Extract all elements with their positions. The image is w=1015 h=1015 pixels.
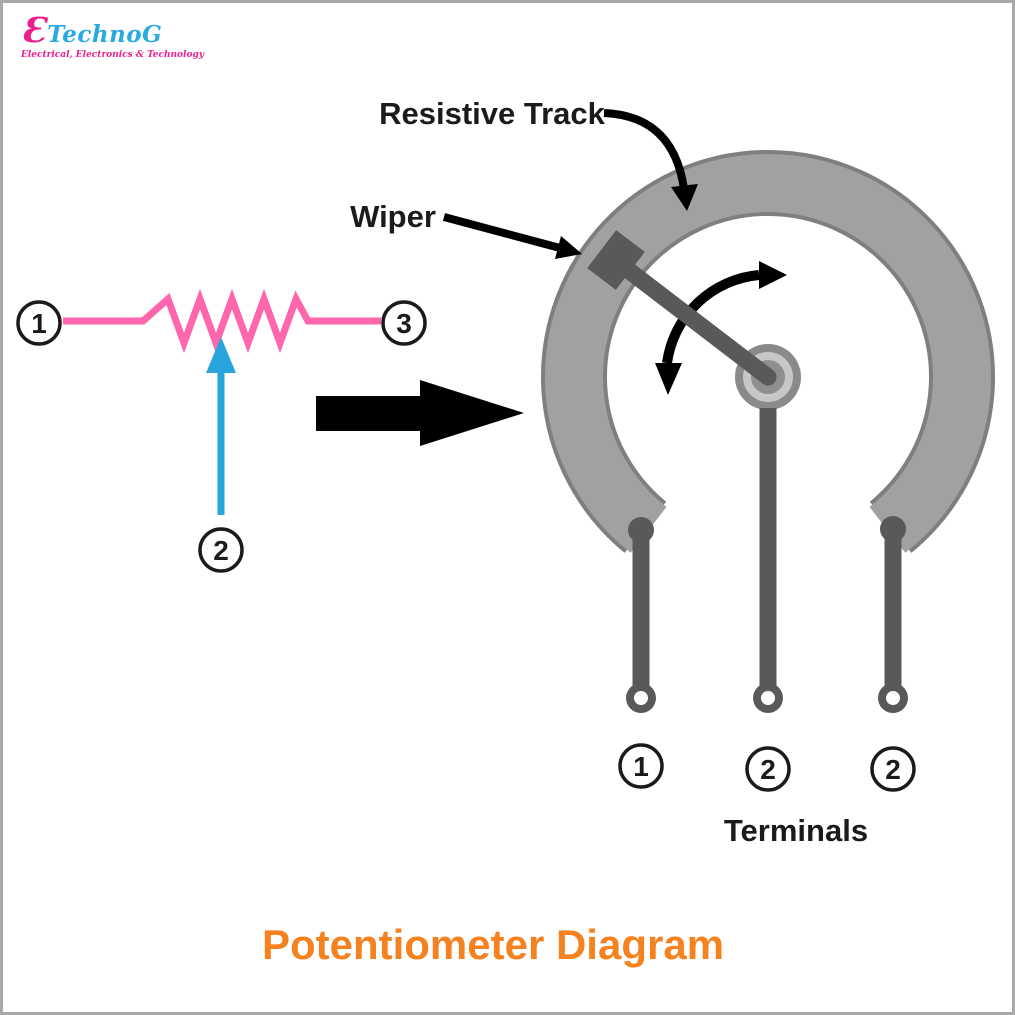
schematic-terminal-3-circle	[381, 300, 427, 346]
wiper-pointer-arrow-icon	[442, 213, 582, 259]
pot-terminal-2-circle	[745, 746, 791, 792]
wiper-label: Wiper	[350, 199, 436, 234]
rotation-arrowhead-ccw	[655, 363, 682, 395]
schematic-terminal-1-label: 1	[31, 308, 47, 339]
pot-terminal-1-label: 1	[633, 751, 649, 782]
schematic-terminal-3-label: 3	[396, 308, 412, 339]
schematic-terminal-1-circle	[16, 300, 62, 346]
etechnog-logo: Ɛ TechnoG Electrical, Electronics & Tech…	[21, 13, 204, 60]
terminal-badges: 1 2 2	[618, 743, 916, 792]
schematic-symbol: 1 3 2	[16, 288, 427, 573]
wiper-contact-pad	[587, 230, 645, 290]
resistive-track-pointer-line	[603, 109, 688, 190]
callouts: Resistive Track Wiper Terminals	[350, 96, 868, 848]
resistive-track-label: Resistive Track	[379, 96, 606, 131]
wiper-pointer-line	[442, 213, 562, 252]
potentiometer-drawing: 1 2 2	[541, 150, 995, 792]
wiper-rod	[614, 257, 777, 386]
potentiometer-diagram-svg: 1 3 2	[16, 96, 995, 968]
logo-wordmark: Ɛ TechnoG	[21, 13, 204, 48]
leg-left-eyelet-hole	[634, 691, 648, 705]
terminals-label: Terminals	[724, 813, 868, 848]
pot-terminal-3-circle	[870, 746, 916, 792]
rotation-arc	[662, 270, 760, 364]
resistor-zigzag	[63, 288, 381, 354]
wiper-pointer-head	[555, 236, 582, 259]
pot-terminal-3-label: 2	[885, 754, 901, 785]
wiper-arm	[587, 230, 777, 386]
rotation-arrow-icon	[655, 261, 787, 395]
resistive-track-pointer-arrow-icon	[603, 109, 698, 211]
pot-terminal-2-label: 2	[760, 754, 776, 785]
logo-tagline: Electrical, Electronics & Technology	[21, 50, 204, 60]
resistive-track-pointer-head	[671, 184, 698, 211]
schematic-terminal-2-label: 2	[213, 535, 229, 566]
schematic-terminal-2-circle	[198, 527, 244, 573]
leg-center-eyelet-hole	[761, 691, 775, 705]
logo-brand-text: TechnoG	[47, 21, 163, 48]
leg-right-eyelet-hole	[886, 691, 900, 705]
resistive-track-ring	[545, 154, 991, 553]
logo-e-glyph: Ɛ	[21, 10, 47, 51]
wiper-tap-arrowhead	[206, 337, 236, 373]
pot-terminal-1-circle	[618, 743, 664, 789]
right-arrow-icon	[316, 380, 524, 446]
rotation-arrowhead-cw	[759, 261, 787, 289]
diagram-title: Potentiometer Diagram	[262, 921, 724, 968]
terminal-legs	[626, 408, 908, 713]
wiper-tap-up-arrow-icon	[206, 337, 236, 515]
